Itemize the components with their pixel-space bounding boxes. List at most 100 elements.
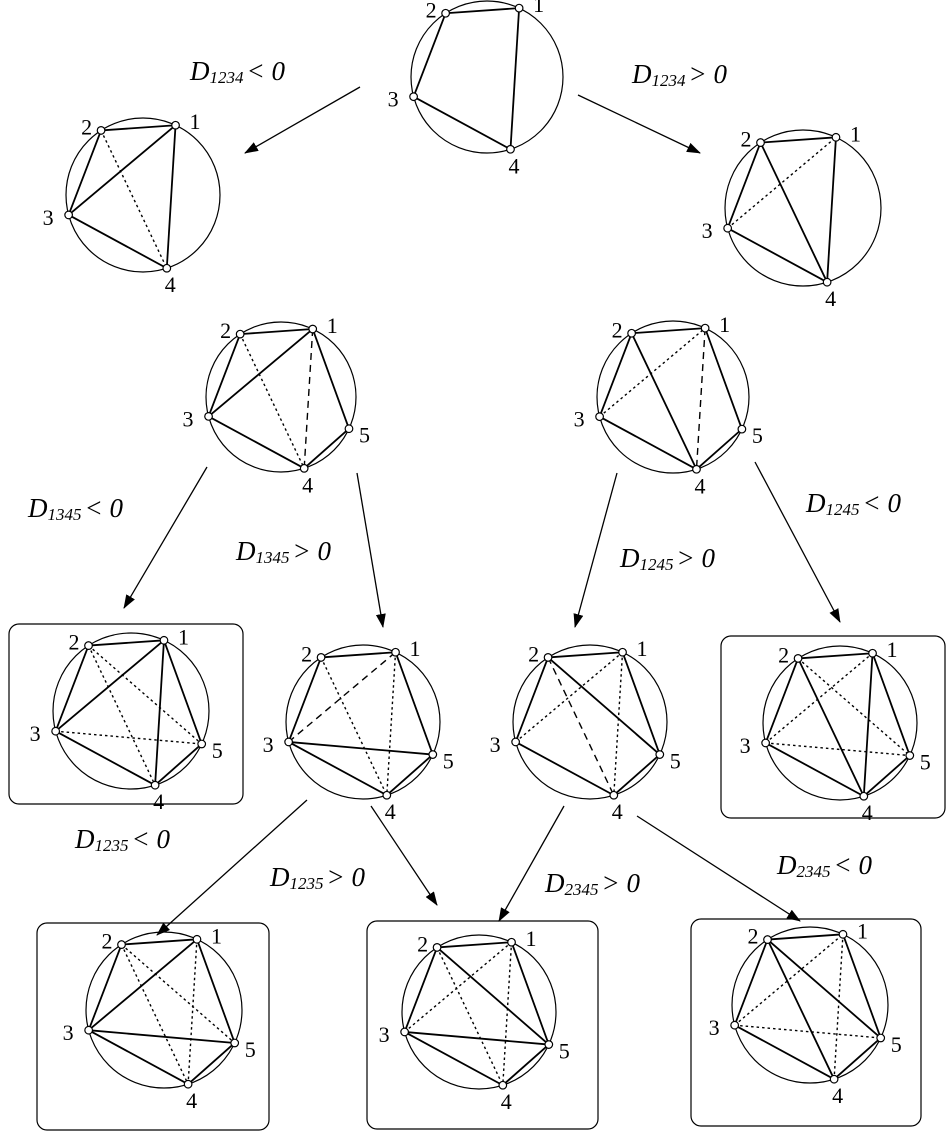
- graph-edge-3-5-solid: [288, 741, 433, 756]
- vertex-1: [171, 120, 180, 130]
- graph-edge-1-4-dotted: [613, 652, 624, 796]
- vertex-label-2: 2: [102, 929, 113, 954]
- graph-edge-3-5-solid: [404, 1031, 549, 1046]
- graph-edge-5-4-solid: [833, 1037, 882, 1080]
- graph-edge-2-4-dotted: [100, 130, 168, 269]
- vertex-label-1: 1: [526, 926, 537, 951]
- vertex-label-4: 4: [508, 153, 519, 178]
- graph-node-right-4: 1234: [702, 121, 882, 311]
- vertex-label-3: 3: [740, 733, 751, 758]
- vertex-1: [391, 647, 400, 657]
- graph-edge-1-5-solid: [842, 934, 882, 1039]
- vertex-label-2: 2: [778, 642, 789, 667]
- vertex-label-5: 5: [559, 1039, 570, 1064]
- circumcircle: [762, 645, 918, 801]
- condition-label-1234-positive: D1234> 0: [631, 59, 727, 90]
- vertex-5: [905, 751, 915, 760]
- vertex-2: [316, 653, 326, 662]
- graph-edge-3-1-dotted: [404, 941, 512, 1033]
- vertex-5: [655, 750, 665, 759]
- vertex-2: [84, 641, 93, 650]
- graph-edge-2-3-solid: [598, 332, 633, 417]
- vertex-2: [793, 654, 803, 663]
- circumcircle: [85, 931, 243, 1089]
- graph-edge-5-4-solid: [303, 428, 350, 470]
- arrow-mid-right-5-to-row3-d: [754, 461, 841, 623]
- graph-edge-2-4-solid: [797, 658, 865, 797]
- graph-edge-1-4-solid: [826, 137, 837, 283]
- vertex-4: [150, 780, 160, 790]
- vertex-2: [96, 126, 106, 135]
- vertex-label-1: 1: [637, 636, 648, 661]
- vertex-label-1: 1: [887, 637, 898, 662]
- graph-edge-1-5-solid: [510, 941, 550, 1045]
- condition-label-1245-negative: D1245< 0: [805, 488, 901, 519]
- vertex-5: [230, 1038, 240, 1048]
- vertex-label-4: 4: [612, 799, 623, 824]
- graph-edge-3-5-dotted: [734, 1024, 881, 1039]
- condition-label-2345-positive: D2345> 0: [544, 868, 640, 899]
- vertex-label-2: 2: [748, 924, 759, 949]
- vertex-label-4: 4: [153, 789, 164, 814]
- vertex-label-2: 2: [528, 641, 539, 666]
- vertex-2: [543, 653, 553, 662]
- vertex-label-1: 1: [850, 121, 861, 146]
- arrow-mid-right-5-to-row3-c: [573, 472, 618, 628]
- terminal-box: [8, 623, 244, 805]
- graph-edge-3-4-solid: [68, 214, 168, 270]
- graph-edge-2-4-dotted: [436, 947, 504, 1086]
- terminal-box: [366, 920, 599, 1130]
- vertex-1: [159, 635, 169, 645]
- graph-node-row4-b: 1 2 3 4 5: [366, 920, 599, 1130]
- graph-edge-3-1-solid: [68, 124, 177, 216]
- circumcircle: [52, 632, 210, 790]
- graph-edge-5-4-solid: [386, 753, 434, 796]
- graph-edge-3-1-dotted: [599, 327, 706, 418]
- graph-edge-2-1-solid: [760, 136, 837, 144]
- vertex-4: [822, 277, 832, 287]
- vertex-2: [235, 329, 245, 339]
- circumcircle: [731, 926, 889, 1084]
- vertex-3: [400, 1027, 410, 1037]
- vertex-4: [162, 263, 172, 273]
- vertex-label-5: 5: [670, 749, 681, 774]
- condition-label-1234-negative: D1234< 0: [189, 56, 285, 87]
- vertex-label-4: 4: [862, 800, 873, 825]
- vertex-1: [868, 648, 877, 658]
- graph-edge-1-5-solid: [163, 640, 203, 745]
- vertex-label-2: 2: [81, 114, 92, 139]
- vertex-label-3: 3: [43, 205, 54, 230]
- vertex-label-4: 4: [385, 799, 396, 824]
- vertex-5: [197, 739, 207, 749]
- arrow-row3-c-to-row4-b: [498, 805, 565, 922]
- arrow-root-to-left-4: [244, 86, 361, 154]
- vertex-label-3: 3: [379, 1022, 390, 1047]
- graph-edge-3-4-solid: [413, 95, 511, 151]
- graph-edge-2-5-solid: [547, 656, 661, 756]
- graph-edge-2-5-solid: [766, 938, 882, 1039]
- graph-edge-3-5-dotted: [55, 730, 202, 745]
- vertex-5: [876, 1033, 886, 1043]
- vertex-label-3: 3: [709, 1015, 720, 1040]
- vertex-label-3: 3: [183, 406, 194, 431]
- graph-edge-2-3-solid: [726, 142, 762, 229]
- graph-node-left-4: 1234: [43, 109, 221, 297]
- vertex-3: [51, 726, 61, 736]
- vertex-3: [511, 737, 521, 747]
- vertex-label-4: 4: [501, 1089, 512, 1114]
- condition-label-2345-negative: D2345< 0: [776, 850, 872, 881]
- graph-edge-5-4-solid: [154, 743, 203, 786]
- vertex-label-2: 2: [69, 630, 80, 655]
- graph-edge-2-4-dashed: [547, 657, 615, 796]
- graph-edge-3-5-solid: [88, 1029, 235, 1044]
- vertex-2: [432, 943, 442, 952]
- graph-edge-1-4-dotted: [833, 934, 844, 1080]
- condition-label-1235-positive: D1235> 0: [269, 862, 365, 893]
- vertex-label-2: 2: [220, 318, 231, 343]
- vertex-3: [204, 412, 213, 421]
- vertex-label-2: 2: [417, 931, 428, 956]
- graph-edge-2-4-dotted: [320, 657, 388, 796]
- graph-edge-1-4-dashed: [303, 328, 314, 469]
- vertex-3: [595, 412, 604, 422]
